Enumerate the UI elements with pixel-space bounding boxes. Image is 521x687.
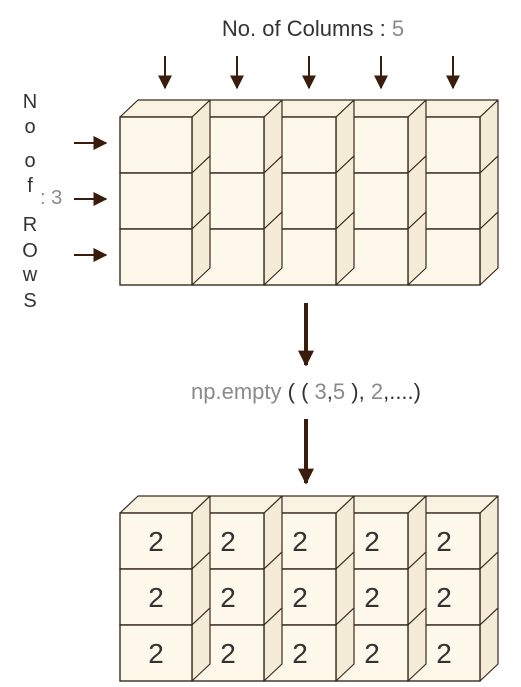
cube	[119, 99, 211, 174]
cell-value: 2	[364, 638, 380, 669]
row-arrows	[74, 136, 108, 262]
cell-value: 2	[292, 638, 308, 669]
cube	[119, 211, 211, 286]
cell-value: 2	[292, 582, 308, 613]
columns-label-text: No. of Columns :	[222, 16, 386, 41]
code-paren-open: ( (	[288, 379, 309, 404]
rows-label-letter: S	[23, 290, 36, 312]
code-rows: 3	[315, 379, 327, 404]
cell-value: 2	[148, 582, 164, 613]
rows-label-value: : 3	[40, 187, 62, 209]
cell-value: 2	[436, 526, 452, 557]
code-comma2: ,	[359, 379, 365, 404]
code-fill: 2	[371, 379, 383, 404]
cube-front	[119, 512, 193, 570]
cell-value: 2	[220, 582, 236, 613]
code-fn: np.empty	[191, 379, 282, 404]
cube: 2	[119, 607, 211, 682]
output-grid: 2 2 2 2 2 2 2 2 2 2 2 2 2 2 2	[119, 495, 499, 682]
rows-label-letter: R	[23, 214, 37, 236]
cell-value: 2	[436, 582, 452, 613]
cell-value: 2	[148, 638, 164, 669]
cube-front	[119, 568, 193, 626]
cell-value: 2	[364, 526, 380, 557]
code-comma1: ,	[327, 379, 333, 404]
columns-label: No. of Columns : 5	[222, 16, 404, 41]
cube: 2	[119, 551, 211, 626]
cell-value: 2	[148, 526, 164, 557]
cell-value: 2	[220, 638, 236, 669]
column-arrows	[158, 56, 460, 90]
rows-label-letter: O	[22, 240, 38, 262]
input-grid	[119, 99, 499, 286]
cube-front	[119, 116, 193, 174]
rows-label-letter: f	[27, 175, 33, 197]
cube-front	[119, 624, 193, 682]
code-cols: 5	[333, 379, 345, 404]
cell-value: 2	[220, 526, 236, 557]
rows-label-letter: N	[23, 91, 37, 113]
columns-label-value: 5	[392, 16, 404, 41]
cube-front	[119, 172, 193, 230]
cube	[119, 155, 211, 230]
rows-label-letter: o	[24, 150, 35, 172]
code-label: np.empty ( ( 3,5 ), 2,....)	[191, 379, 421, 404]
cube: 2	[119, 495, 211, 570]
rows-label-letter: o	[24, 116, 35, 138]
cell-value: 2	[364, 582, 380, 613]
rows-label-letter: w	[22, 264, 38, 286]
cube-front	[119, 228, 193, 286]
code-paren-mid: )	[351, 379, 358, 404]
cell-value: 2	[292, 526, 308, 557]
cell-value: 2	[436, 638, 452, 669]
code-rest: ,....)	[383, 379, 421, 404]
